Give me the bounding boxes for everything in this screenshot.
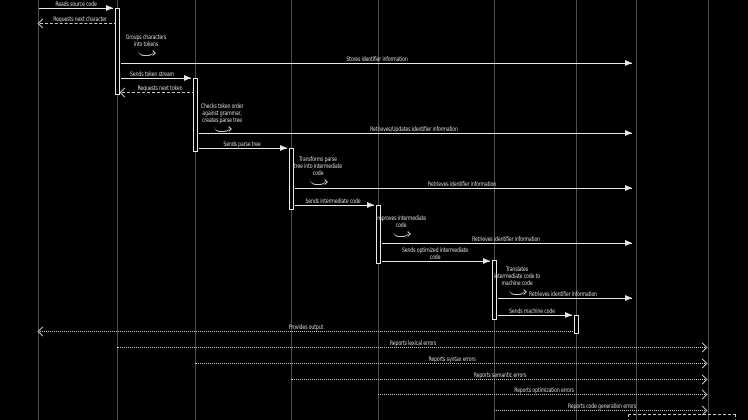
- message-label-sends-token-stream: Sends token stream: [130, 71, 174, 78]
- message-label-sends-intermediate-code: Sends intermediate code: [305, 198, 361, 205]
- arrowhead-icon: [280, 145, 287, 151]
- arrowhead-icon: [184, 75, 191, 81]
- arrowhead-icon: [37, 326, 48, 337]
- message-line-sends-optimized-intermediate-code: [382, 261, 490, 262]
- activation-bar: [115, 8, 120, 95]
- arrowhead-icon: [483, 258, 490, 264]
- frame-box: [628, 414, 736, 420]
- message-label-retrieves-identifier-information: Retrieves identifier information: [428, 181, 496, 188]
- message-line-sends-machine-code: [498, 315, 572, 316]
- self-arrow-icon: [310, 179, 326, 185]
- arrowhead-icon: [625, 240, 632, 246]
- message-line-provides-output: [40, 331, 573, 332]
- arrowhead-icon: [565, 312, 572, 318]
- lifeline-7: [576, 0, 577, 420]
- activation-bar: [289, 148, 294, 210]
- message-label-sends-optimized-intermediate-code: Sends optimized intermediate code: [401, 247, 469, 261]
- self-arrow-icon: [509, 289, 525, 295]
- lifeline-9: [708, 0, 709, 420]
- message-line-retrieves-identifier-information: [382, 243, 632, 244]
- message-label-sends-machine-code: Sends machine code: [509, 308, 555, 315]
- arrowhead-icon: [106, 5, 113, 11]
- arrowhead-icon: [625, 60, 632, 66]
- activation-bar: [574, 315, 579, 334]
- activation-bar: [492, 260, 497, 320]
- message-label-requests-next-character: Requests next character: [53, 16, 107, 23]
- lifeline-8: [636, 0, 637, 420]
- message-line-retrieves-identifier-information: [498, 298, 632, 299]
- message-line-reports-syntax-errors: [195, 363, 705, 364]
- arrowhead-icon: [697, 389, 708, 400]
- message-label-reports-lexical-errors: Reports lexical errors: [389, 340, 437, 347]
- self-message-label-checks-token-order-against-grammar-creates: Checks token order against grammar, crea…: [200, 103, 244, 124]
- lifeline-1: [38, 0, 39, 420]
- message-label-retrieves-updates-identifier-information: Retrieves/Updates identifier information: [370, 126, 458, 133]
- activation-bar: [193, 78, 198, 152]
- self-arrow-icon: [138, 50, 154, 56]
- message-label-provides-output: Provides output: [288, 324, 324, 331]
- message-label-reports-code-generation-errors: Reports code generation errors: [567, 403, 637, 410]
- message-line-reports-semantic-errors: [291, 379, 705, 380]
- lifeline-2: [117, 0, 118, 420]
- message-line-requests-next-character: [40, 23, 117, 24]
- self-arrow-icon: [393, 231, 409, 237]
- arrowhead-icon: [625, 185, 632, 191]
- message-line-reports-code-generation-errors: [494, 410, 705, 411]
- message-line-sends-intermediate-code: [295, 205, 374, 206]
- message-line-retrieves-identifier-information: [295, 188, 632, 189]
- activation-bar: [376, 205, 381, 264]
- arrowhead-icon: [697, 374, 708, 385]
- arrowhead-icon: [625, 130, 632, 136]
- message-label-requests-next-token: Requests next token: [137, 85, 183, 92]
- arrowhead-icon: [697, 358, 708, 369]
- arrowhead-icon: [367, 202, 374, 208]
- message-line-retrieves-updates-identifier-information: [199, 133, 632, 134]
- self-message-label-transforms-parse-tree-into-intermediate-co: Transforms parse tree into intermediate …: [293, 156, 343, 177]
- lifeline-3: [195, 0, 196, 420]
- message-label-reports-syntax-errors: Reports syntax errors: [428, 356, 476, 363]
- self-arrow-icon: [214, 126, 230, 132]
- message-label-reads-source-code: Reads source code: [55, 1, 97, 8]
- message-line-sends-parse-tree: [199, 148, 287, 149]
- message-line-sends-token-stream: [121, 78, 191, 79]
- message-label-stores-identifier-information: Stores identifier information: [346, 56, 408, 63]
- self-message-label-improves-intermediate-code: Improves intermediate code: [375, 215, 427, 229]
- message-line-reads-source-code: [39, 8, 113, 9]
- message-label-sends-parse-tree: Sends parse tree: [223, 141, 261, 148]
- arrowhead-icon: [697, 342, 708, 353]
- arrowhead-icon: [625, 295, 632, 301]
- message-line-requests-next-token: [122, 92, 195, 93]
- arrowhead-icon: [37, 18, 48, 29]
- message-label-retrieves-identifier-information: Retrieves identifier information: [472, 236, 540, 243]
- lifeline-4: [291, 0, 292, 420]
- message-line-reports-optimization-errors: [378, 394, 705, 395]
- self-message-label-groups-characters-into-tokens: Groups characters into tokens: [125, 34, 167, 48]
- arrowhead-icon: [119, 87, 130, 98]
- message-label-retrieves-identifier-information: Retrieves identifier information: [529, 291, 597, 298]
- message-label-reports-optimization-errors: Reports optimization errors: [514, 387, 574, 394]
- message-label-reports-semantic-errors: Reports semantic errors: [473, 372, 527, 379]
- lifeline-6: [494, 0, 495, 420]
- self-message-label-translates-intermediate-code-to-machine-co: Translates intermediate code to machine …: [494, 266, 540, 287]
- message-line-reports-lexical-errors: [117, 347, 705, 348]
- message-line-stores-identifier-information: [121, 63, 632, 64]
